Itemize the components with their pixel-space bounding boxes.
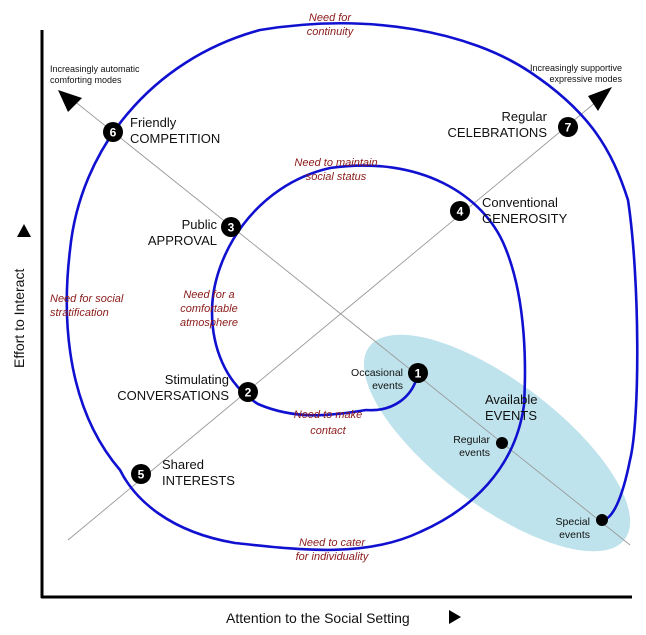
node-4-number: 4 xyxy=(457,205,464,219)
available-events-line2: EVENTS xyxy=(485,408,537,423)
node-3-label-line2: APPROVAL xyxy=(148,233,217,248)
node-3-label-line1: Public xyxy=(182,217,218,232)
node-5-label-line2: INTERESTS xyxy=(162,473,235,488)
node-6-label-line2: COMPETITION xyxy=(130,131,220,146)
node-7-label-line1: Regular xyxy=(501,109,547,124)
node-6: 6 xyxy=(103,122,123,142)
x-axis-label: Attention to the Social Setting xyxy=(226,610,410,626)
need-social-status-line2: social status xyxy=(306,171,367,183)
node-4-label-line1: Conventional xyxy=(482,195,558,210)
need-continuity-line2: continuity xyxy=(307,26,355,38)
corner-expressive-line1: Increasingly supportive xyxy=(530,63,622,73)
node-5-label-line1: Shared xyxy=(162,457,204,472)
node-2-number: 2 xyxy=(245,386,252,400)
need-contact-line1: Need to make xyxy=(294,409,362,421)
node-6-number: 6 xyxy=(110,126,117,140)
node-1-label-line2: events xyxy=(372,380,403,392)
special-events-line1: Special xyxy=(556,516,590,528)
arrow-up-right-icon xyxy=(588,87,612,111)
need-stratification-line2: stratification xyxy=(50,307,109,319)
diagonal-expressive xyxy=(67,96,603,541)
node-1-number: 1 xyxy=(415,367,422,381)
node-4: 4 xyxy=(450,201,470,221)
node-5-number: 5 xyxy=(138,468,145,482)
node-2: 2 xyxy=(238,382,258,402)
need-atmosphere-line2: comfortable xyxy=(180,303,237,315)
need-individuality-line1: Need to cater xyxy=(299,537,366,549)
node-5: 5 xyxy=(131,464,151,484)
node-7-number: 7 xyxy=(565,121,572,135)
special-events-dot xyxy=(596,514,608,526)
need-social-status-line1: Need to maintain xyxy=(294,157,377,169)
x-axis-arrow-icon xyxy=(449,610,461,624)
y-axis-label: Effort to Interact xyxy=(11,269,27,368)
need-stratification-line1: Need for social xyxy=(50,293,124,305)
node-2-label-line2: CONVERSATIONS xyxy=(117,388,229,403)
node-3-number: 3 xyxy=(228,221,235,235)
spiral-path xyxy=(65,22,639,552)
node-3: 3 xyxy=(221,217,241,237)
corner-comforting-line1: Increasingly automatic xyxy=(50,64,140,74)
need-atmosphere-line1: Need for a xyxy=(183,289,234,301)
y-axis-arrow-icon xyxy=(17,224,31,237)
node-7-label-line2: CELEBRATIONS xyxy=(448,125,548,140)
need-continuity-line1: Need for xyxy=(309,12,353,24)
node-1-label-line1: Occasional xyxy=(351,367,403,379)
arrow-up-left-icon xyxy=(58,90,82,112)
node-2-label-line1: Stimulating xyxy=(165,372,229,387)
regular-events-line2: events xyxy=(459,447,490,459)
available-events-line1: Available xyxy=(485,392,538,407)
regular-events-line1: Regular xyxy=(453,434,490,446)
need-individuality-line2: for individuality xyxy=(296,551,370,563)
corner-expressive-line2: expressive modes xyxy=(549,74,622,84)
regular-events-dot xyxy=(496,437,508,449)
special-events-line2: events xyxy=(559,529,590,541)
node-7: 7 xyxy=(558,117,578,137)
need-contact-line2: contact xyxy=(310,425,346,437)
corner-comforting-line2: comforting modes xyxy=(50,75,122,85)
node-1: 1 xyxy=(408,363,428,383)
node-4-label-line2: GENEROSITY xyxy=(482,211,568,226)
need-atmosphere-line3: atmosphere xyxy=(180,317,238,329)
node-6-label-line1: Friendly xyxy=(130,115,177,130)
diagonal-comforting xyxy=(67,95,631,546)
